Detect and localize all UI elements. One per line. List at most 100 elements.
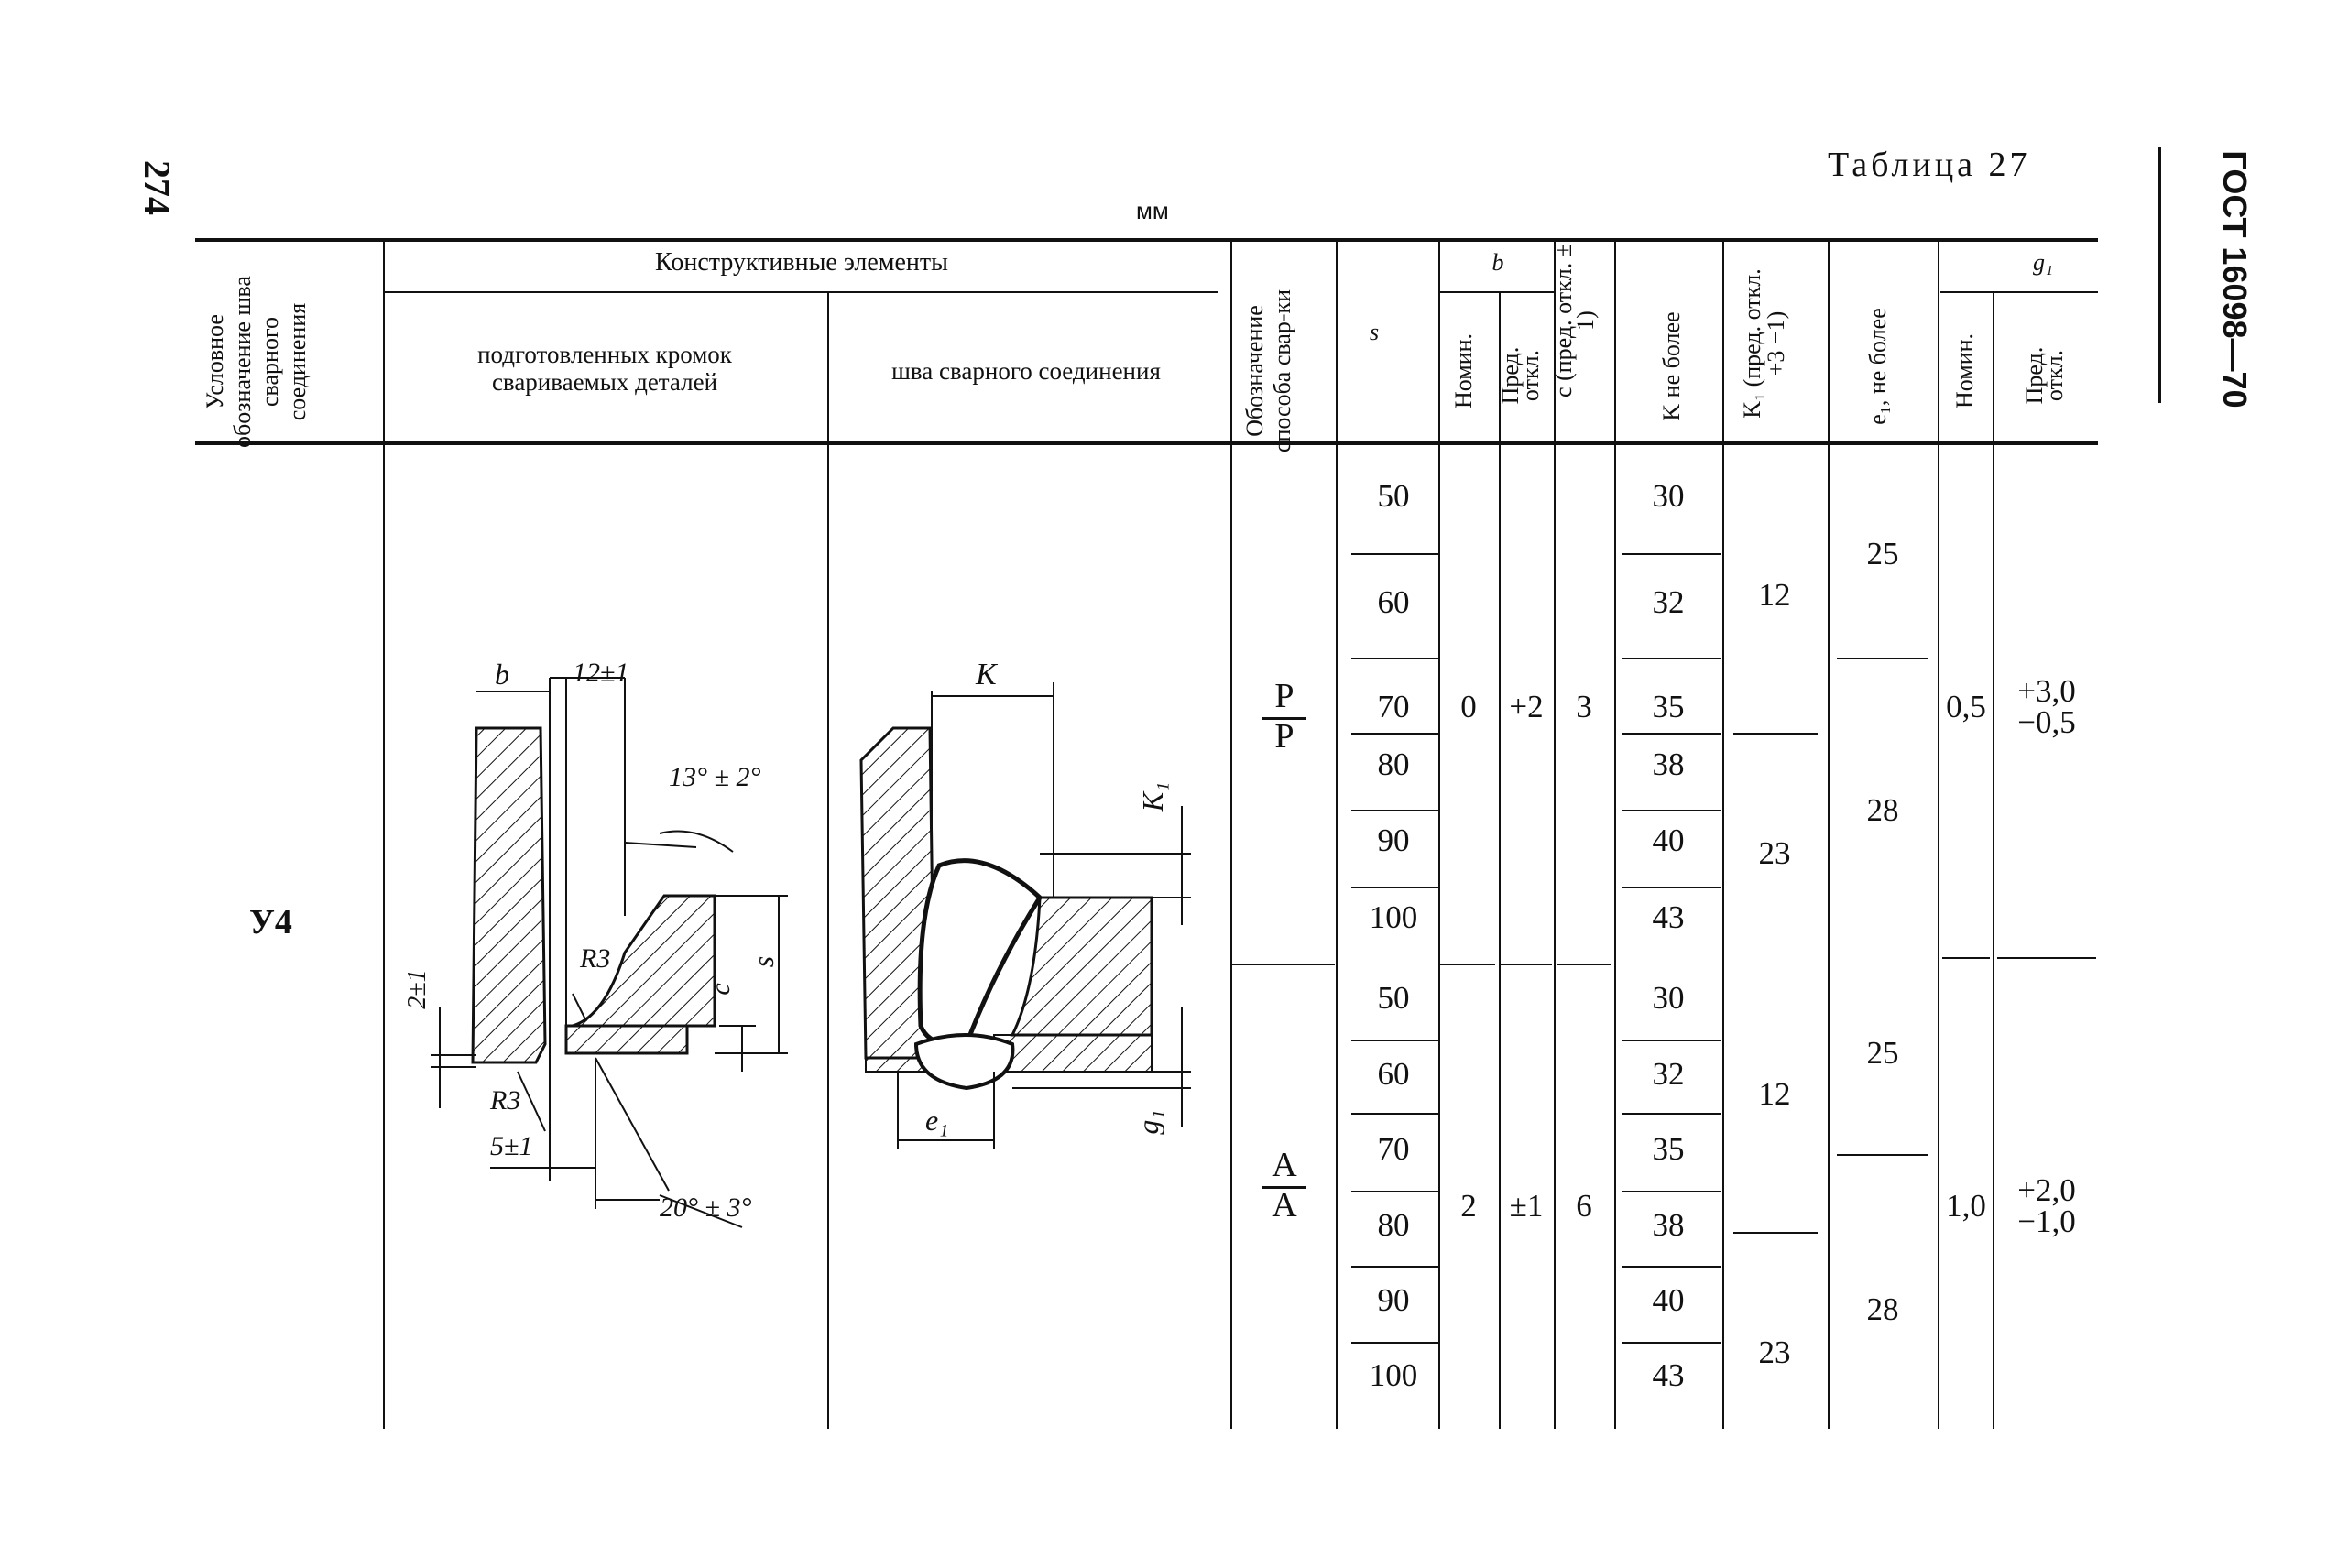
- page-number: 274: [137, 160, 178, 215]
- dim-c: c: [705, 983, 736, 996]
- b-subrule: [1440, 291, 1554, 293]
- dim-g1: g₁: [1131, 1109, 1164, 1135]
- dim-K: K: [976, 658, 997, 691]
- s-row-line: [1351, 1113, 1438, 1115]
- b-dev-value: +2: [1509, 689, 1544, 724]
- K-value: 35: [1652, 689, 1685, 724]
- header-designation: Условное обозначение шва сварного соедин…: [202, 276, 311, 448]
- group-separator: [1440, 964, 1495, 965]
- g1-dev-minus: −1,0: [2017, 1203, 2076, 1239]
- dim-r3-top: R3: [580, 943, 611, 974]
- K-row-line: [1622, 733, 1721, 735]
- g1-dev-minus: −0,5: [2017, 704, 2076, 740]
- K1-row-line: [1733, 733, 1818, 735]
- s-value: 80: [1377, 746, 1410, 782]
- b-nom-value: 0: [1460, 689, 1477, 724]
- s-value: 90: [1377, 1282, 1410, 1318]
- dim-e1: e₁: [925, 1104, 949, 1137]
- col-line: [1554, 240, 1556, 1429]
- K-row-line: [1622, 1113, 1721, 1115]
- K-row-line: [1622, 1266, 1721, 1268]
- K-value: 32: [1652, 1056, 1685, 1092]
- K1-value: 23: [1758, 1334, 1791, 1370]
- K-value: 32: [1652, 584, 1685, 620]
- s-row-line: [1351, 1342, 1438, 1344]
- method-bottom-2: А: [1272, 1186, 1297, 1225]
- b-dev-value: ±1: [1509, 1188, 1544, 1224]
- group-separator: [1997, 957, 2096, 959]
- e1-row-line: [1837, 658, 1928, 659]
- col-line: [1722, 240, 1724, 1429]
- dim-5: 5±1: [490, 1131, 533, 1161]
- col-line: [1828, 240, 1830, 1429]
- header-b-dev: Пред. откл.: [1497, 346, 1544, 405]
- K-row-line: [1622, 1342, 1721, 1344]
- col-line: [1499, 291, 1501, 1429]
- K-value: 43: [1652, 1357, 1685, 1393]
- K-value: 38: [1652, 746, 1685, 782]
- group-separator: [1232, 964, 1335, 965]
- constructive-subrule: [385, 291, 1218, 293]
- group-separator: [1942, 957, 1990, 959]
- b-nom-value: 2: [1460, 1188, 1477, 1224]
- K-row-line: [1622, 1191, 1721, 1192]
- e1-value: 28: [1866, 1291, 1899, 1327]
- col-line: [1938, 240, 1939, 1429]
- g1-nom-value: 0,5: [1946, 689, 1986, 724]
- s-row-line: [1351, 887, 1438, 888]
- group-separator: [1501, 964, 1552, 965]
- header-s: s: [1369, 319, 1380, 345]
- s-row-line: [1351, 1040, 1438, 1041]
- units-label: мм: [1136, 197, 1169, 224]
- method-top-1: Р: [1274, 677, 1295, 715]
- dim-angle: 13° ± 2°: [669, 762, 761, 792]
- col-line: [1336, 240, 1338, 1429]
- col-line: [383, 240, 385, 1429]
- K-value: 43: [1652, 899, 1685, 935]
- header-g1-dev: Пред. откл.: [2021, 346, 2068, 405]
- K-row-line: [1622, 887, 1721, 888]
- header-constructive: Конструктивные элементы: [655, 248, 948, 277]
- row-label: У4: [249, 903, 292, 942]
- header-g1: g₁: [2032, 249, 2054, 276]
- dim-angle2: 20° ± 3°: [660, 1192, 752, 1223]
- e1-row-line: [1837, 1154, 1928, 1156]
- method-bottom-1: Р: [1274, 717, 1295, 756]
- K1-value: 12: [1758, 1076, 1791, 1112]
- s-row-line: [1351, 553, 1438, 555]
- s-value: 60: [1377, 1056, 1410, 1092]
- col-line: [1993, 291, 1994, 1429]
- dim-b: b: [495, 658, 509, 691]
- table-caption: Таблица 27: [1828, 146, 2031, 184]
- dim-K1: K₁: [1136, 781, 1169, 812]
- header-c: c (пред. откл. ± 1): [1550, 244, 1599, 397]
- g1-dev-plus: +2,0: [2017, 1172, 2076, 1208]
- K-row-line: [1622, 810, 1721, 811]
- header-bottom-rule: [195, 441, 2098, 445]
- g1-subrule: [1940, 291, 2098, 293]
- header-weld-seam: шва сварного соединения: [891, 357, 1161, 385]
- K-value: 30: [1652, 478, 1685, 514]
- method-fraction-bar: [1262, 717, 1306, 720]
- header-b: b: [1491, 249, 1504, 276]
- s-value: 100: [1369, 1357, 1418, 1393]
- s-row-line: [1351, 810, 1438, 811]
- s-value: 90: [1377, 822, 1410, 858]
- s-value: 50: [1377, 980, 1410, 1016]
- header-K1: K₁ (пред. откл. +3 −1): [1739, 268, 1789, 419]
- s-value: 70: [1377, 689, 1410, 724]
- col-line: [1614, 240, 1616, 1429]
- s-value: 50: [1377, 478, 1410, 514]
- g1-dev-plus: +3,0: [2017, 673, 2076, 709]
- K1-value: 23: [1758, 835, 1791, 871]
- dim-r3-bottom: R3: [490, 1085, 521, 1116]
- table-top-rule: [195, 238, 2098, 242]
- K-value: 40: [1652, 1282, 1685, 1318]
- K-value: 38: [1652, 1207, 1685, 1243]
- dim-gap: 12±1: [573, 658, 629, 688]
- dim-2: 2±1: [403, 969, 432, 1009]
- K1-row-line: [1733, 1232, 1818, 1234]
- method-fraction-bar: [1262, 1186, 1306, 1189]
- e1-value: 28: [1866, 792, 1899, 828]
- col-line: [1438, 240, 1440, 1429]
